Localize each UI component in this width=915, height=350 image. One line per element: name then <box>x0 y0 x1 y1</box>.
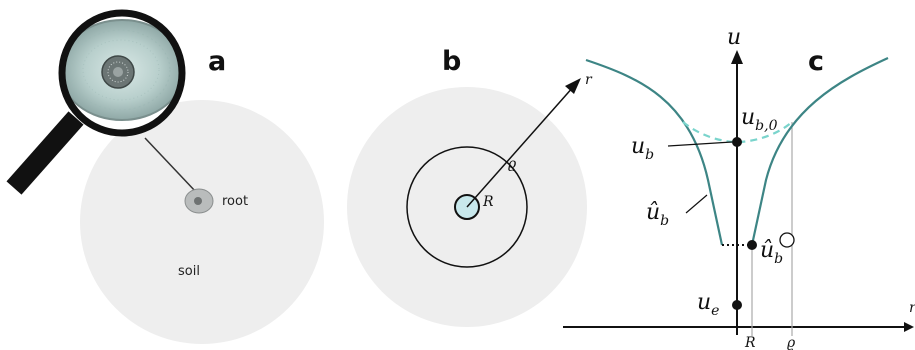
ue-point <box>732 300 742 310</box>
ub-hat-curve-base: û <box>646 200 660 225</box>
panel-label-a: a <box>208 46 226 77</box>
ub-hat-curve-sub: b <box>660 213 669 229</box>
x-axis-label: r <box>909 300 915 316</box>
ub-dashed-curve <box>682 121 793 144</box>
ub-hat-curve-label: ûb <box>646 200 669 229</box>
panel-label-b: b <box>442 46 461 77</box>
ub0-label: ub,0 <box>741 105 778 134</box>
panel-a: a root soil <box>6 9 324 344</box>
ub-hat-curve-left <box>585 58 724 246</box>
panel-c: c u ub,0 ub ûb ûb ue R ϱ r <box>563 25 915 350</box>
ue-base: u <box>697 290 711 315</box>
tick-label-R: R <box>744 335 756 350</box>
ue-label: ue <box>697 290 719 319</box>
radial-axis-label: r <box>585 72 593 88</box>
radial-axis-arrowhead <box>565 78 581 94</box>
ub-leader <box>667 141 733 147</box>
ub-hat-leader <box>685 194 708 214</box>
ub-hat-point-sub: b <box>774 251 783 267</box>
open-marker <box>779 232 795 248</box>
radial-axis <box>466 85 575 208</box>
root-label: root <box>222 194 248 209</box>
tick-label-rho: ϱ <box>787 335 796 350</box>
ub-point <box>732 137 742 147</box>
x-axis-arrowhead <box>904 322 914 332</box>
magnifier-handle <box>6 111 84 195</box>
ub-base: u <box>631 134 645 159</box>
ub-sub: b <box>645 147 654 163</box>
soil-label: soil <box>178 264 200 279</box>
y-axis-label: u <box>727 25 741 50</box>
ub-hat-point <box>747 240 757 250</box>
ub-label: ub <box>631 134 654 163</box>
magnifier-connector <box>144 137 197 193</box>
inner-radius-label: R <box>482 194 494 210</box>
root-icon <box>184 188 214 214</box>
outer-radius-label: ϱ <box>508 156 517 172</box>
panel-label-c: c <box>808 46 824 77</box>
ub-hat-point-base: û <box>760 238 774 263</box>
soil-disc-a <box>80 100 324 344</box>
ub-hat-curve-right <box>750 57 889 246</box>
magnifier-lens-rim <box>58 9 186 137</box>
panel-b: b r R ϱ <box>347 46 593 327</box>
ub0-base: u <box>741 105 755 130</box>
outer-radius-circle <box>406 146 528 268</box>
ue-sub: e <box>711 303 719 319</box>
ub0-sub: b,0 <box>755 118 777 134</box>
ub-hat-point-label: ûb <box>760 238 783 267</box>
y-axis-arrowhead <box>731 50 743 64</box>
